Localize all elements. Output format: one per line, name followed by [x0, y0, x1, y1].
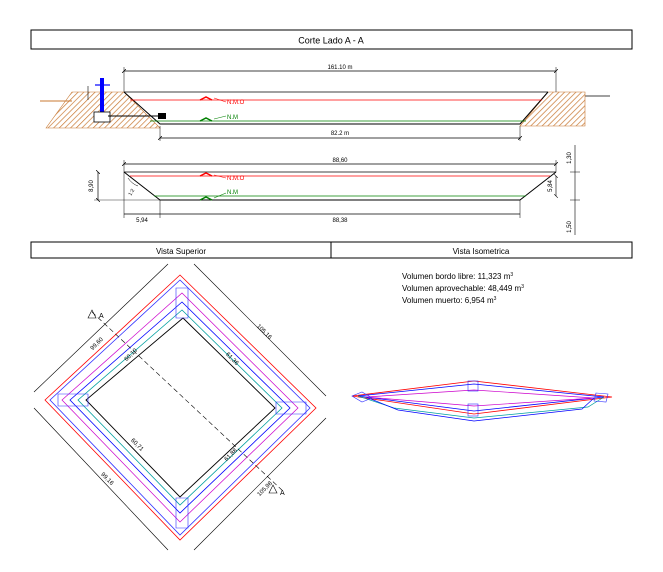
detail-top-width: 88,60: [332, 158, 348, 164]
plan-label-inner-3: 60,71: [129, 438, 144, 453]
corner-top: [175, 287, 189, 319]
plan-view: A A 99,60 105,16 99,16 105,98 60,10 61,3…: [33, 263, 327, 551]
detail-freeboard: 1,30: [567, 152, 573, 164]
detail-bottom-width: 88,38: [332, 218, 348, 224]
iso-ramp-back: [467, 380, 479, 392]
plan-label-left-outer: 99,60: [90, 336, 105, 351]
plan-outer-red: [44, 274, 317, 541]
svg-text:Volumen aprovechable: 48,449 m: Volumen aprovechable: 48,449 m3: [402, 284, 524, 293]
volume-usable: Volumen aprovechable: 48,449 m: [402, 284, 522, 293]
top-view-header: Vista Superior: [156, 247, 206, 256]
plan-inner-cyan: [77, 309, 283, 506]
outlet-valve: [158, 113, 166, 119]
iso-view-header: Vista Isometrica: [453, 247, 510, 256]
plan-label-inner-1: 60,10: [124, 347, 139, 362]
isometric-view: [351, 380, 613, 422]
svg-text:Volumen muerto: 6,954 m3: Volumen muerto: 6,954 m3: [402, 296, 497, 305]
detail-dead-depth: 1,50: [567, 221, 573, 233]
intake-box: [93, 111, 111, 123]
volume-dead: Volumen muerto: 6,954 m: [402, 296, 494, 305]
detail-slope-ratio: 1:2: [128, 188, 137, 197]
plan-bottom: [85, 317, 276, 498]
nmo-label: N.M.O: [227, 100, 245, 106]
bottom-length-label: 82.2 m: [331, 131, 349, 137]
nmo-marker: [199, 96, 213, 101]
intake-pipe: [100, 78, 104, 112]
plan-label-inner-4: 61,88: [224, 447, 239, 462]
cut-line: [91, 311, 285, 493]
section-title: Corte Lado A - A: [298, 36, 364, 46]
iso-outer-red: [351, 380, 613, 415]
detail-depth-total: 8,90: [89, 180, 95, 192]
volume-free: Volumen bordo libre: 11,323 m: [402, 272, 511, 281]
iso-floor-blue: [365, 396, 595, 422]
plan-outer-blue: [49, 279, 311, 536]
detail-useful-depth: 5,84: [548, 180, 554, 192]
iso-outer-blue: [357, 383, 605, 412]
iso-view-header-box: [330, 241, 633, 259]
detail-profile: [123, 171, 557, 201]
plan-mid-magenta: [61, 292, 299, 523]
corner-left: [57, 393, 89, 407]
corner-bottom: [175, 497, 189, 529]
plan-label-bottom-right: 105,98: [257, 480, 275, 498]
cut-marker-bottom: A: [280, 490, 285, 497]
corner-right: [275, 401, 307, 415]
iso-ramp-right: [593, 392, 609, 403]
section-title-box: [30, 29, 633, 50]
cut-marker-top: A: [99, 313, 104, 320]
plan-label-inner-2: 61,36: [224, 352, 239, 367]
nm-marker: [199, 117, 213, 122]
plan-inner-blue: [69, 301, 291, 514]
iso-ramp-left: [351, 391, 373, 403]
right-embankment: [519, 91, 586, 127]
cut-marker-bottom-icon: [268, 484, 278, 494]
cross-section: N.M.O N.M 161.10 m 82.2 m: [40, 65, 610, 141]
detail-section: N.M.O N.M 88,60 5,94 88,38 8,90 1:2 1,30…: [89, 145, 580, 235]
nm-label: N.M: [227, 115, 238, 121]
iso-ramp-front: [467, 403, 479, 417]
pond-profile: [123, 91, 549, 125]
cut-marker-top-icon: [87, 309, 97, 319]
detail-slope-horizontal: 5,94: [136, 218, 148, 224]
volume-table: Volumen bordo libre: 11,323 m3 Volumen a…: [402, 272, 524, 305]
detail-nm-label: N.M: [227, 190, 238, 196]
iso-floor-cyan: [357, 395, 605, 419]
detail-nmo-label: N.M.O: [227, 176, 245, 182]
svg-text:Volumen bordo libre: 11,323 m3: Volumen bordo libre: 11,323 m3: [402, 272, 513, 281]
plan-label-right-outer: 105,16: [255, 324, 273, 342]
total-length-label: 161.10 m: [327, 65, 352, 71]
